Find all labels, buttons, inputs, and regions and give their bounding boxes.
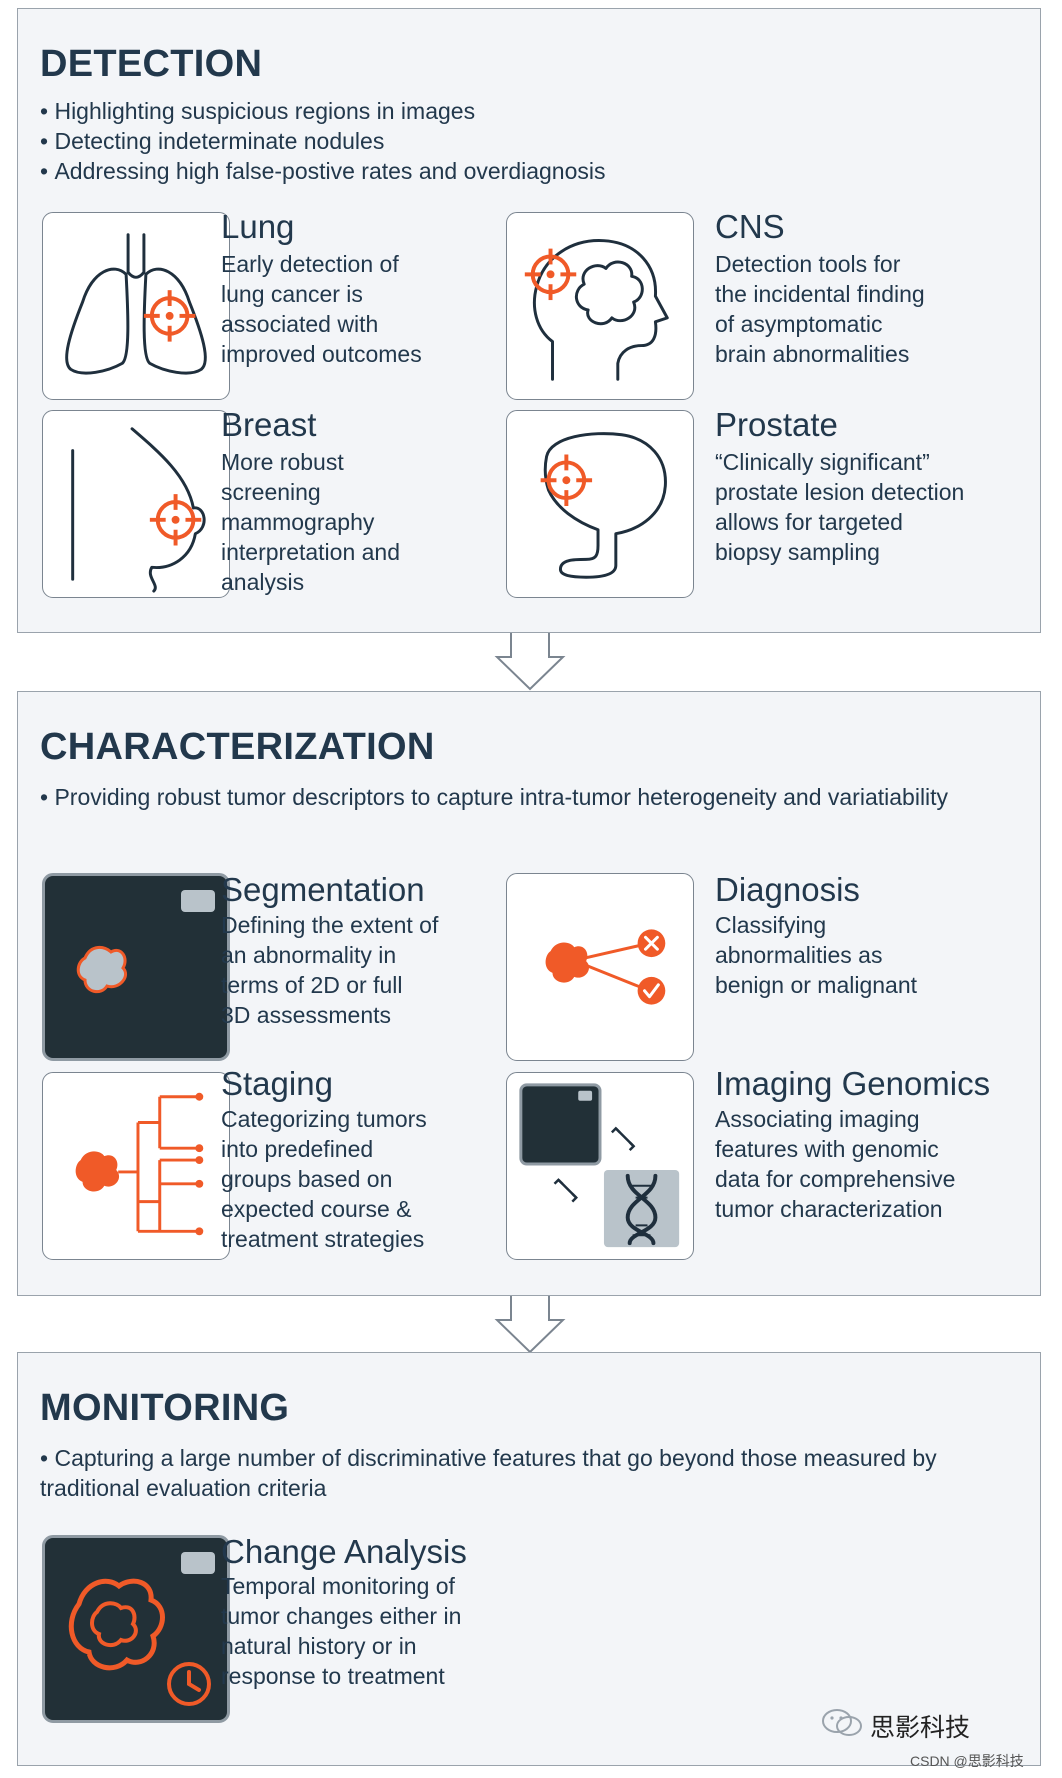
list-item: Highlighting suspicious regions in image… — [40, 96, 1010, 126]
wechat-icon — [822, 1709, 862, 1736]
list-item: Detecting indeterminate nodules — [40, 126, 1010, 156]
detection-title: DETECTION — [40, 43, 263, 85]
item-title-diagnosis: Diagnosis — [715, 871, 860, 908]
characterization-title: CHARACTERIZATION — [40, 726, 435, 768]
brain-target-icon — [506, 212, 694, 400]
item-desc-cns: Detection tools for the incidental findi… — [715, 251, 925, 367]
characterization-bullets: Providing robust tumor descriptors to ca… — [40, 782, 1010, 812]
lungs-target-icon — [42, 212, 230, 400]
monitoring-title: MONITORING — [40, 1387, 290, 1429]
item-title-change-analysis: Change Analysis — [221, 1533, 467, 1570]
monitoring-bullets: Capturing a large number of discriminati… — [40, 1443, 1010, 1503]
list-item: Providing robust tumor descriptors to ca… — [40, 782, 1010, 812]
item-desc-segmentation: Defining the extent of an abnormality in… — [221, 912, 439, 1028]
detection-bullets: Highlighting suspicious regions in image… — [40, 96, 1010, 186]
item-desc-diagnosis: Classifying abnormalities as benign or m… — [715, 912, 918, 998]
item-desc-change-analysis: Temporal monitoring of tumor changes eit… — [221, 1573, 462, 1689]
list-item: Addressing high false-postive rates and … — [40, 156, 1010, 186]
prostate-target-icon — [506, 410, 694, 598]
item-desc-breast: More robust screening mammography interp… — [221, 449, 401, 595]
item-title-imaging-genomics: Imaging Genomics — [715, 1065, 991, 1102]
item-desc-staging: Categorizing tumors into predefined grou… — [221, 1106, 427, 1252]
item-title-lung: Lung — [221, 208, 295, 245]
change-clock-icon — [42, 1535, 230, 1723]
monitoring-panel: MONITORING Capturing a large number of d… — [17, 1352, 1041, 1766]
down-arrow-icon — [494, 1296, 566, 1354]
item-title-staging: Staging — [221, 1065, 333, 1102]
item-title-prostate: Prostate — [715, 406, 838, 443]
list-item: Capturing a large number of discriminati… — [40, 1443, 1010, 1503]
item-title-breast: Breast — [221, 406, 317, 443]
segmentation-scan-icon — [42, 873, 230, 1061]
detection-panel: DETECTION Highlighting suspicious region… — [17, 8, 1041, 633]
item-desc-lung: Early detection of lung cancer is associ… — [221, 251, 422, 367]
breast-target-icon — [42, 410, 230, 598]
item-desc-imaging-genomics: Associating imaging features with genomi… — [715, 1106, 956, 1222]
down-arrow-icon — [494, 633, 566, 691]
diagnosis-classify-icon — [506, 873, 694, 1061]
watermark-text: 思影科技 — [870, 1714, 971, 1742]
item-desc-prostate: “Clinically significant” prostate lesion… — [715, 449, 965, 565]
item-title-cns: CNS — [715, 208, 785, 245]
item-title-segmentation: Segmentation — [221, 871, 425, 908]
credit-text: CSDN @思影科技 — [910, 1753, 1024, 1769]
staging-tree-icon — [42, 1072, 230, 1260]
dna-scan-icon — [506, 1072, 694, 1260]
characterization-panel: CHARACTERIZATION Providing robust tumor … — [17, 691, 1041, 1296]
